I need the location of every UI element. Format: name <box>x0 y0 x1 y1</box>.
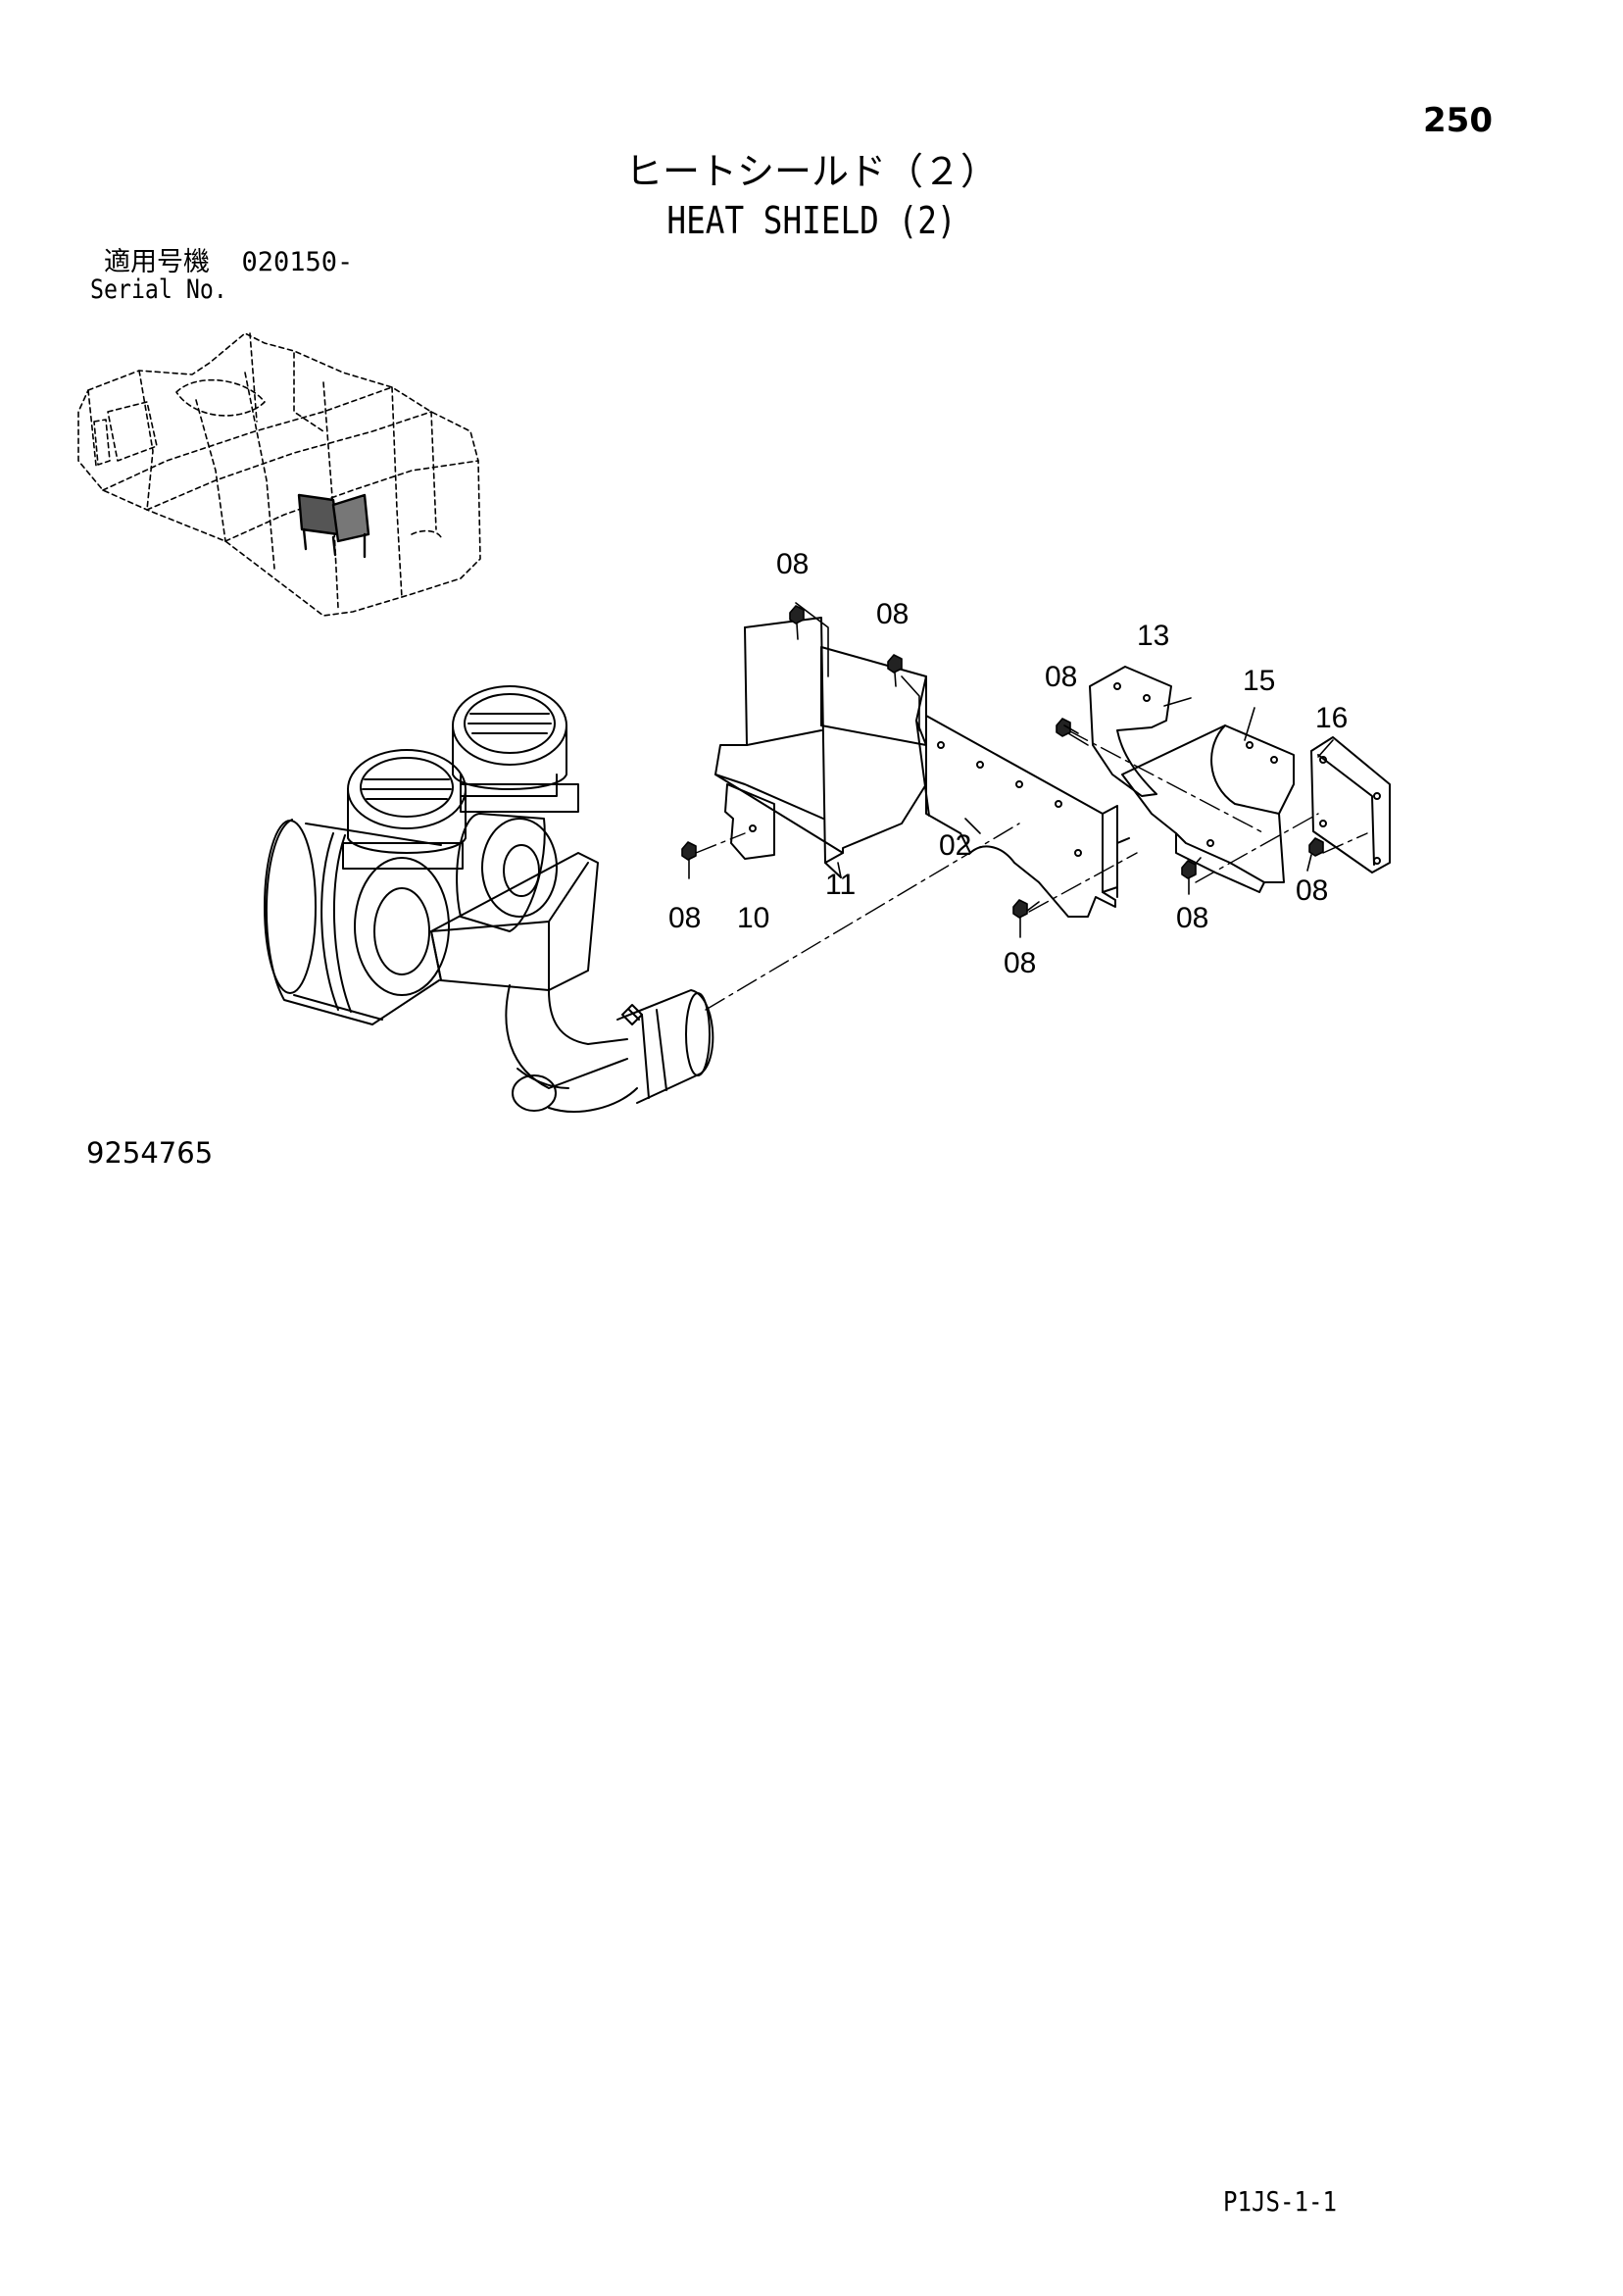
callout-label: 08 <box>668 902 701 934</box>
serial-label-english: Serial No. <box>90 275 227 305</box>
callout-labels: 08 08 13 08 15 16 02 11 08 10 08 08 08 <box>668 548 1348 979</box>
bracket-10 <box>724 783 775 860</box>
callout-label: 08 <box>1296 874 1328 907</box>
plate-16 <box>1310 736 1391 873</box>
callout-label: 02 <box>939 829 971 862</box>
shield-15 <box>1121 724 1295 893</box>
callout-label: 10 <box>737 902 769 934</box>
drawing-number: 9254765 <box>86 1136 214 1170</box>
overview-highlight <box>297 493 370 559</box>
callout-label: 16 <box>1315 702 1348 734</box>
callout-label: 11 <box>825 869 856 901</box>
callout-label: 15 <box>1243 665 1275 697</box>
machine-overview <box>77 332 481 617</box>
callout-label: 08 <box>876 598 909 630</box>
air-cleaner-assembly <box>264 685 714 1113</box>
leader-lines <box>795 602 1334 918</box>
title-japanese: ヒートシールド（２） <box>624 150 998 193</box>
shield-13 <box>1089 666 1172 797</box>
center-lines <box>695 729 1368 1011</box>
callout-label: 08 <box>1045 661 1077 693</box>
bolts <box>681 605 1324 938</box>
shield-02 <box>915 715 1130 918</box>
callout-label: 13 <box>1137 620 1169 652</box>
serial-range: 適用号機 020150- <box>104 249 353 275</box>
page-code: P1JS-1-1 <box>1223 2185 1337 2218</box>
callout-label: 08 <box>776 548 809 580</box>
callout-label: 08 <box>1176 902 1208 934</box>
callout-label: 08 <box>1004 947 1036 979</box>
serial-value: 020150- <box>241 247 354 277</box>
title-english: HEAT SHIELD (2) <box>666 199 957 242</box>
page-number: 250 <box>1423 101 1493 140</box>
serial-label-japanese: 適用号機 <box>104 247 210 277</box>
